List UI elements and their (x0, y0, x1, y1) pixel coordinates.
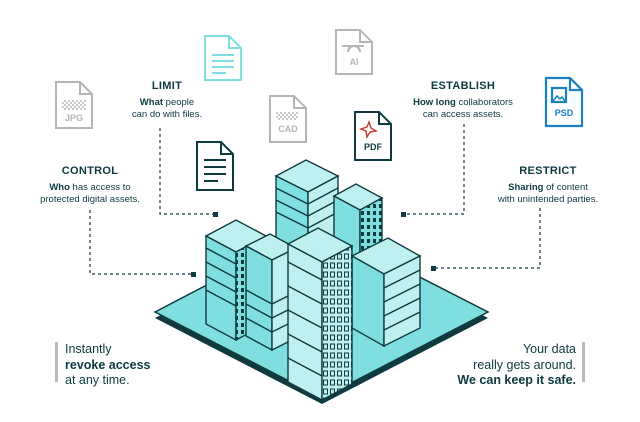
document-icon-dark (196, 141, 234, 191)
restrict-desc-line2: with unintended parties. (497, 193, 599, 205)
psd-file-icon (544, 76, 584, 128)
cad-label: CAD (278, 124, 298, 134)
establish-desc-line2: can access assets. (422, 108, 504, 120)
callout-control: CONTROL Who has access to protected digi… (20, 165, 160, 206)
bottom-right-line2: really gets around. (473, 357, 576, 372)
control-heading: CONTROL (61, 165, 119, 177)
building-front-center (286, 227, 354, 402)
establish-desc-rest: collaborators (455, 96, 513, 108)
callout-restrict: RESTRICT Sharing of content with uninten… (478, 165, 618, 206)
bottom-left-statement: Instantly revoke access at any time. (65, 342, 195, 389)
bottom-right-line1: Your data (522, 342, 576, 356)
bottom-right-statement: Your data really gets around. We can kee… (430, 342, 576, 389)
building-mid-left (244, 233, 298, 352)
limit-desc-bold: What (139, 96, 164, 108)
limit-heading: LIMIT (151, 80, 183, 92)
restrict-heading: RESTRICT (519, 165, 577, 177)
limit-desc-rest: people (163, 96, 195, 108)
bottom-left-line1: Instantly (65, 342, 112, 356)
pdf-label: PDF (364, 142, 382, 152)
ai-label: AI (349, 57, 359, 67)
jpg-file-icon (55, 81, 93, 129)
bottom-left-line2: revoke access (65, 357, 151, 372)
establish-heading: ESTABLISH (430, 80, 496, 92)
connector-lines (89, 124, 541, 275)
buildings (204, 159, 422, 402)
jpg-label: JPG (64, 113, 83, 123)
restrict-desc-bold: Sharing (508, 181, 544, 193)
psd-label: PSD (554, 108, 574, 118)
control-desc-bold: Who (49, 181, 70, 193)
establish-desc-bold: How long (413, 96, 456, 108)
restrict-desc-rest: of content (543, 181, 588, 193)
cad-file-icon (269, 95, 307, 143)
callout-limit: LIMIT What people can do with files. (112, 80, 222, 121)
bottom-right-line3: We can keep it safe. (457, 373, 576, 388)
bottom-left-line3: at any time. (65, 373, 130, 388)
building-right-low (350, 237, 422, 348)
limit-desc-line2: can do with files. (131, 108, 203, 120)
left-accent-bar (55, 342, 58, 382)
right-accent-bar (582, 342, 585, 382)
control-desc-line2: protected digital assets. (40, 193, 140, 205)
pdf-file-icon (354, 111, 392, 161)
control-desc-rest: has access to (69, 181, 131, 193)
document-icon-teal (204, 35, 242, 81)
callout-establish: ESTABLISH How long collaborators can acc… (398, 80, 528, 121)
ai-file-icon (335, 29, 373, 75)
